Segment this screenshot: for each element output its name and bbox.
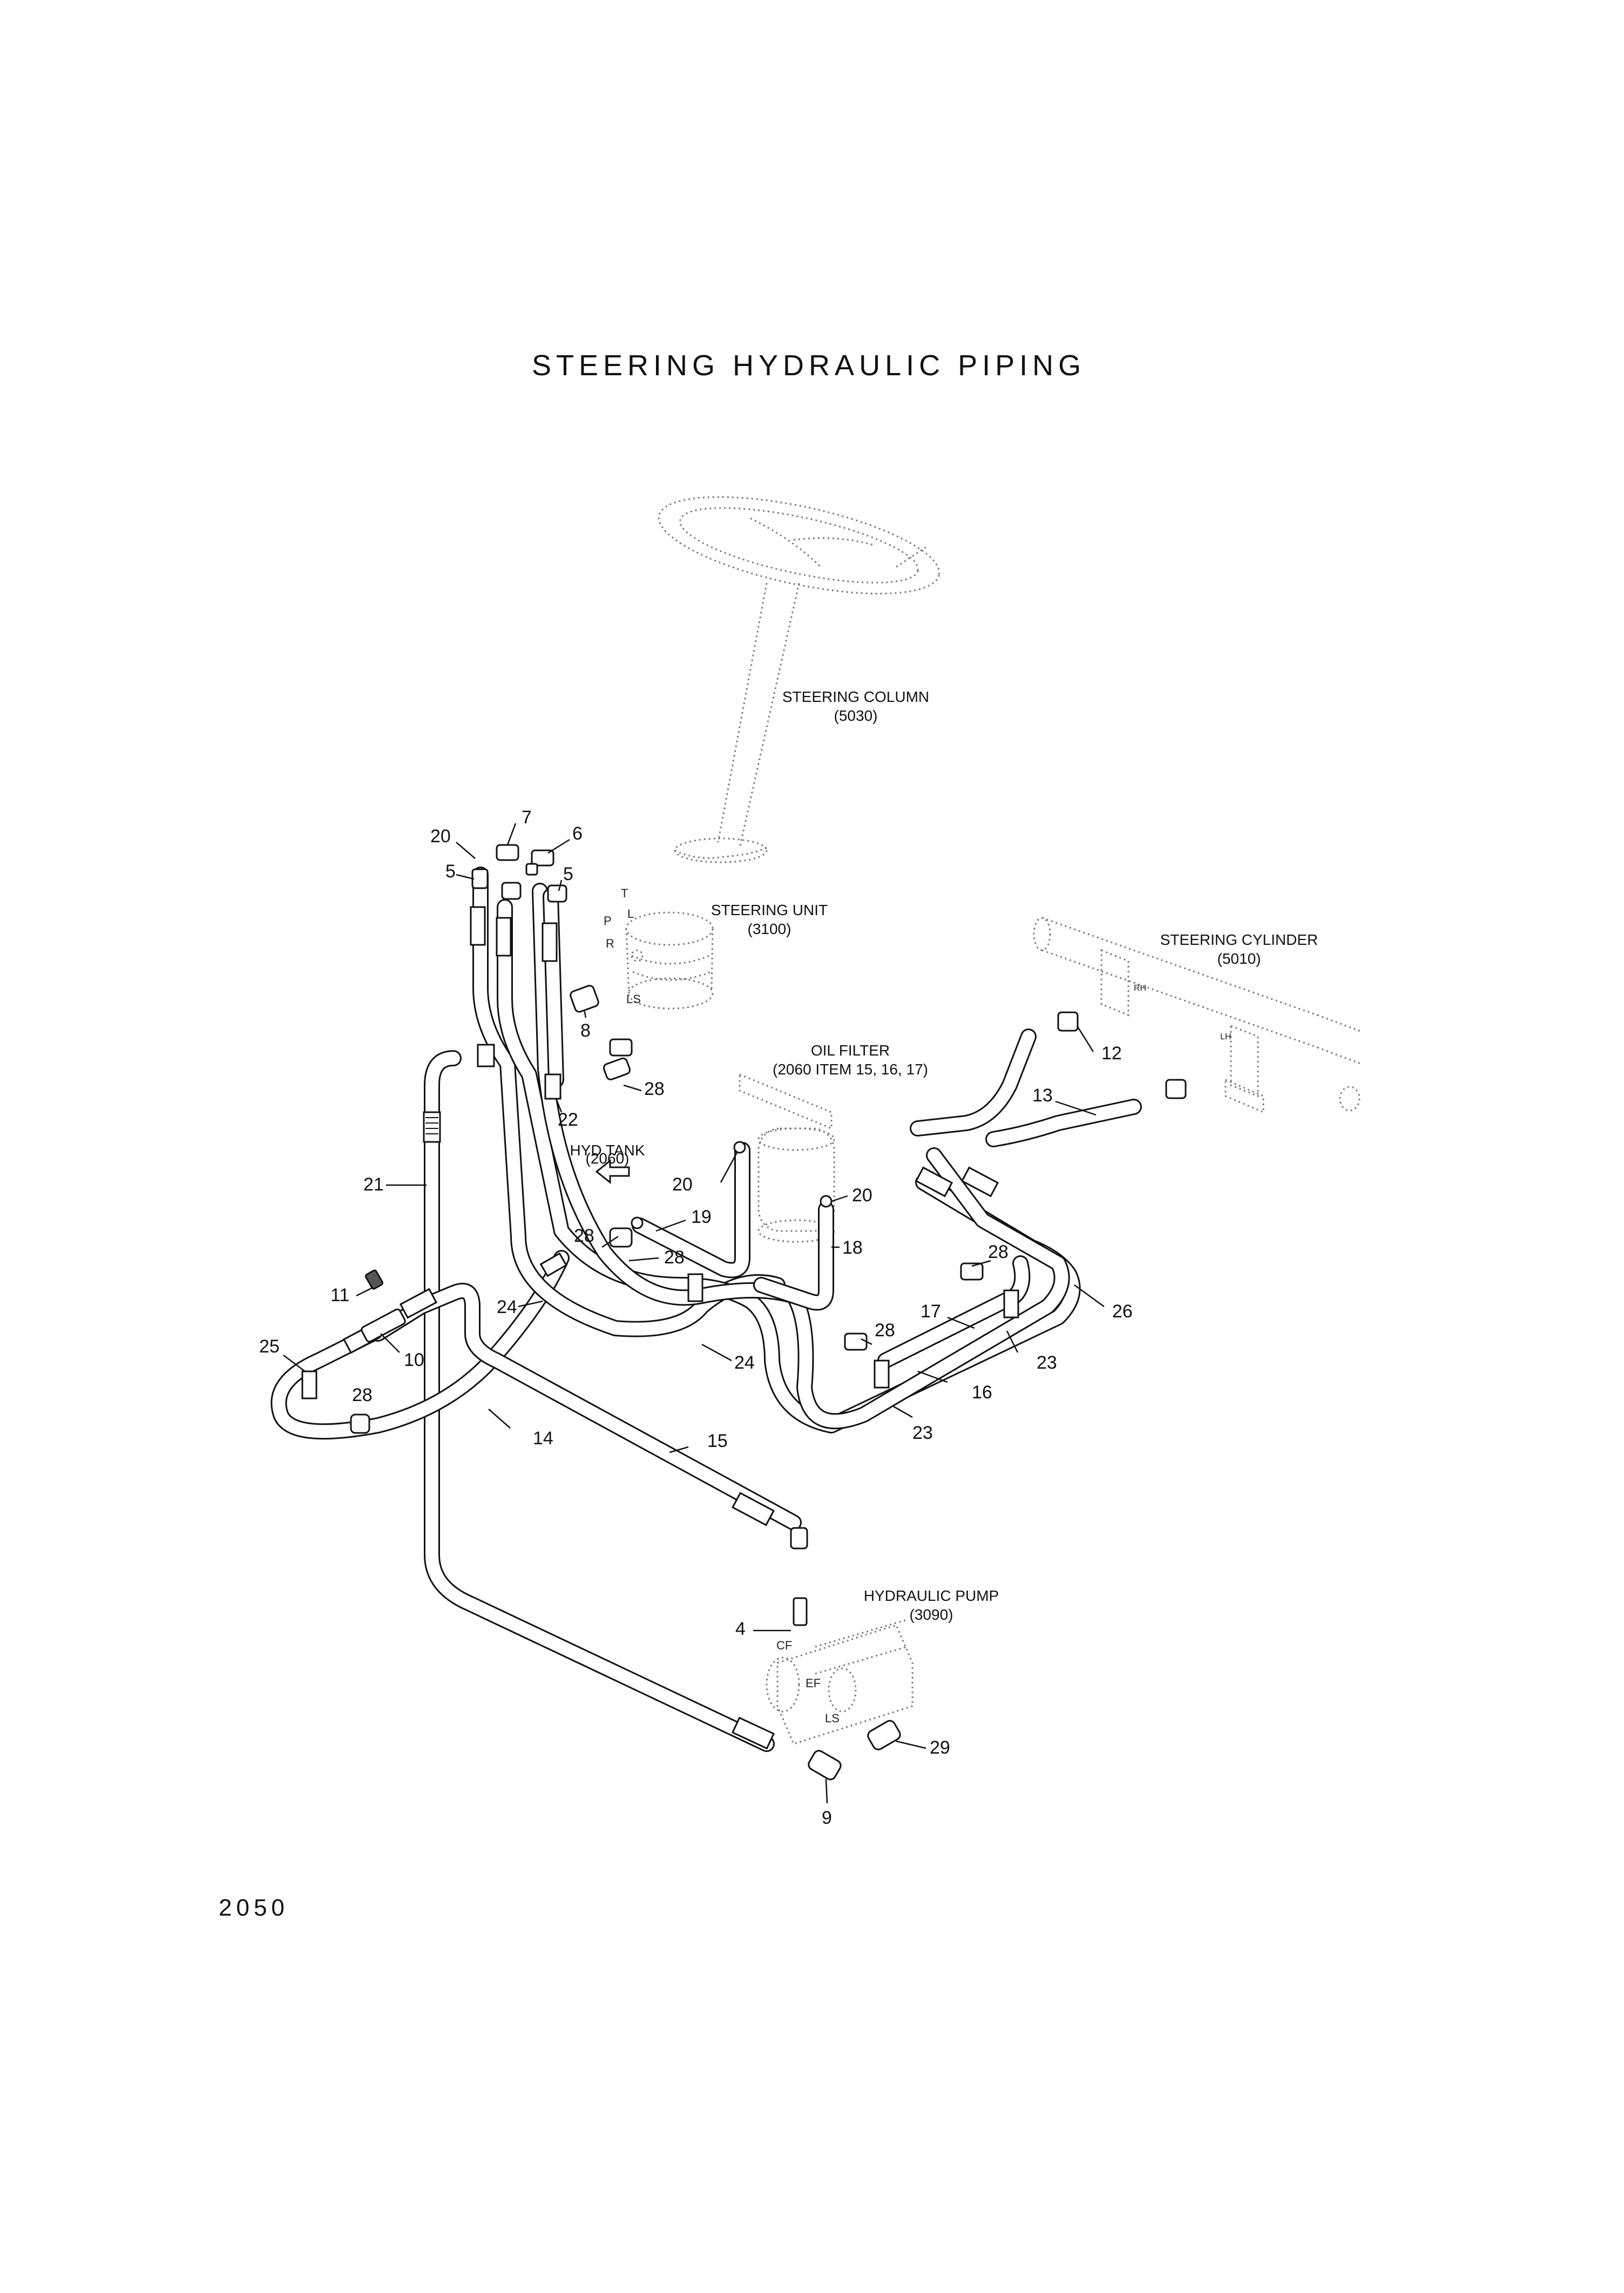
callout-28: 28 (875, 1320, 895, 1341)
hyd-tank-ref: (2060) (586, 1150, 630, 1167)
steering-unit-ghost (625, 911, 714, 1010)
callout-20: 20 (430, 826, 451, 847)
callout-28: 28 (644, 1079, 665, 1099)
callout-24: 24 (734, 1352, 755, 1373)
port-t: T (621, 887, 628, 900)
callout-23: 23 (1037, 1352, 1057, 1373)
callout-13: 13 (1032, 1085, 1053, 1106)
leader-lines (283, 823, 1105, 1804)
label-hyd-tank: HYD TANK (2060) (570, 1142, 645, 1167)
hydraulic-pump-name: HYDRAULIC PUMP (864, 1587, 999, 1604)
callout-25: 25 (259, 1336, 280, 1357)
port-p: P (604, 914, 612, 928)
callout-5: 5 (445, 861, 456, 882)
callout-6: 6 (572, 823, 583, 844)
hydraulic-pump-ref: (3090) (910, 1606, 953, 1623)
callout-24: 24 (497, 1297, 517, 1317)
callout-19: 19 (691, 1207, 712, 1227)
steering-unit-name: STEERING UNIT (711, 902, 828, 918)
callout-28: 28 (664, 1247, 685, 1268)
port-l: L (627, 907, 634, 921)
callout-10: 10 (404, 1350, 424, 1370)
hose-21-pump-suction (424, 1050, 775, 1752)
callout-28: 28 (574, 1226, 594, 1246)
fittings (350, 844, 1187, 1781)
tube-steering-unit-lines (472, 867, 1081, 1433)
label-steering-cylinder: STEERING CYLINDER (5010) (1160, 931, 1318, 967)
port-cf: CF (776, 1639, 792, 1652)
steering-cylinder-ghost (1033, 917, 1361, 1114)
hose-18-19-filter (632, 1142, 834, 1311)
callout-4: 4 (735, 1619, 746, 1639)
callout-18: 18 (842, 1237, 863, 1258)
callout-15: 15 (707, 1431, 728, 1451)
callout-29: 29 (930, 1737, 950, 1758)
label-hydraulic-pump: HYDRAULIC PUMP (3090) (864, 1587, 999, 1623)
label-steering-column: STEERING COLUMN (5030) (782, 688, 929, 724)
port-labels: T L P R LS RH LH CF EF LS (604, 887, 1231, 1725)
callout-22: 22 (558, 1110, 578, 1130)
oil-filter-ref: (2060 ITEM 15, 16, 17) (773, 1061, 928, 1078)
label-oil-filter: OIL FILTER (2060 ITEM 15, 16, 17) (773, 1042, 928, 1078)
hose-15-pump-pressure (370, 1283, 802, 1531)
steering-cylinder-name: STEERING CYLINDER (1160, 931, 1318, 948)
callout-8: 8 (580, 1020, 591, 1041)
callout-16: 16 (972, 1382, 992, 1403)
page-number: 2050 (219, 1895, 289, 1921)
callout-28: 28 (352, 1385, 373, 1405)
callout-7: 7 (522, 807, 532, 828)
port-ls-pump: LS (825, 1712, 840, 1725)
steering-cylinder-ref: (5010) (1217, 950, 1261, 967)
port-ls-unit: LS (626, 992, 641, 1006)
callout-17: 17 (921, 1301, 941, 1322)
label-steering-unit: STEERING UNIT (3100) (711, 902, 828, 937)
callout-5: 5 (563, 864, 573, 884)
port-lh: LH (1220, 1032, 1231, 1041)
callout-14: 14 (533, 1428, 553, 1449)
steering-column-ref: (5030) (834, 707, 878, 724)
hyd-tank-name: HYD TANK (570, 1142, 645, 1159)
diagram-title: STEERING HYDRAULIC PIPING (532, 349, 1086, 382)
hose-14-loop (270, 1250, 570, 1440)
callout-numbers: 7 6 20 5 5 8 28 22 12 13 20 19 20 18 21 … (259, 807, 1133, 1828)
callout-12: 12 (1101, 1043, 1122, 1064)
steering-column-ghost (658, 496, 940, 863)
callout-28: 28 (988, 1242, 1009, 1262)
steering-unit-ref: (3100) (748, 921, 791, 937)
callout-21: 21 (363, 1174, 384, 1195)
port-rh: RH (1134, 984, 1146, 993)
callout-26: 26 (1112, 1301, 1133, 1322)
steering-column-name: STEERING COLUMN (782, 688, 929, 705)
clamps-brackets (301, 1044, 1019, 1399)
port-r: R (606, 937, 614, 950)
callout-23: 23 (912, 1423, 933, 1443)
tube-13-cylinder (910, 1029, 1142, 1147)
port-ef: EF (806, 1676, 821, 1690)
callout-20: 20 (672, 1174, 693, 1195)
callout-11: 11 (330, 1285, 349, 1306)
oil-filter-name: OIL FILTER (811, 1042, 890, 1059)
hyd-tank-direction-arrow (595, 1159, 630, 1185)
callout-20: 20 (852, 1185, 872, 1206)
callout-9: 9 (822, 1808, 832, 1828)
hydraulic-pump-ghost (766, 1619, 914, 1745)
